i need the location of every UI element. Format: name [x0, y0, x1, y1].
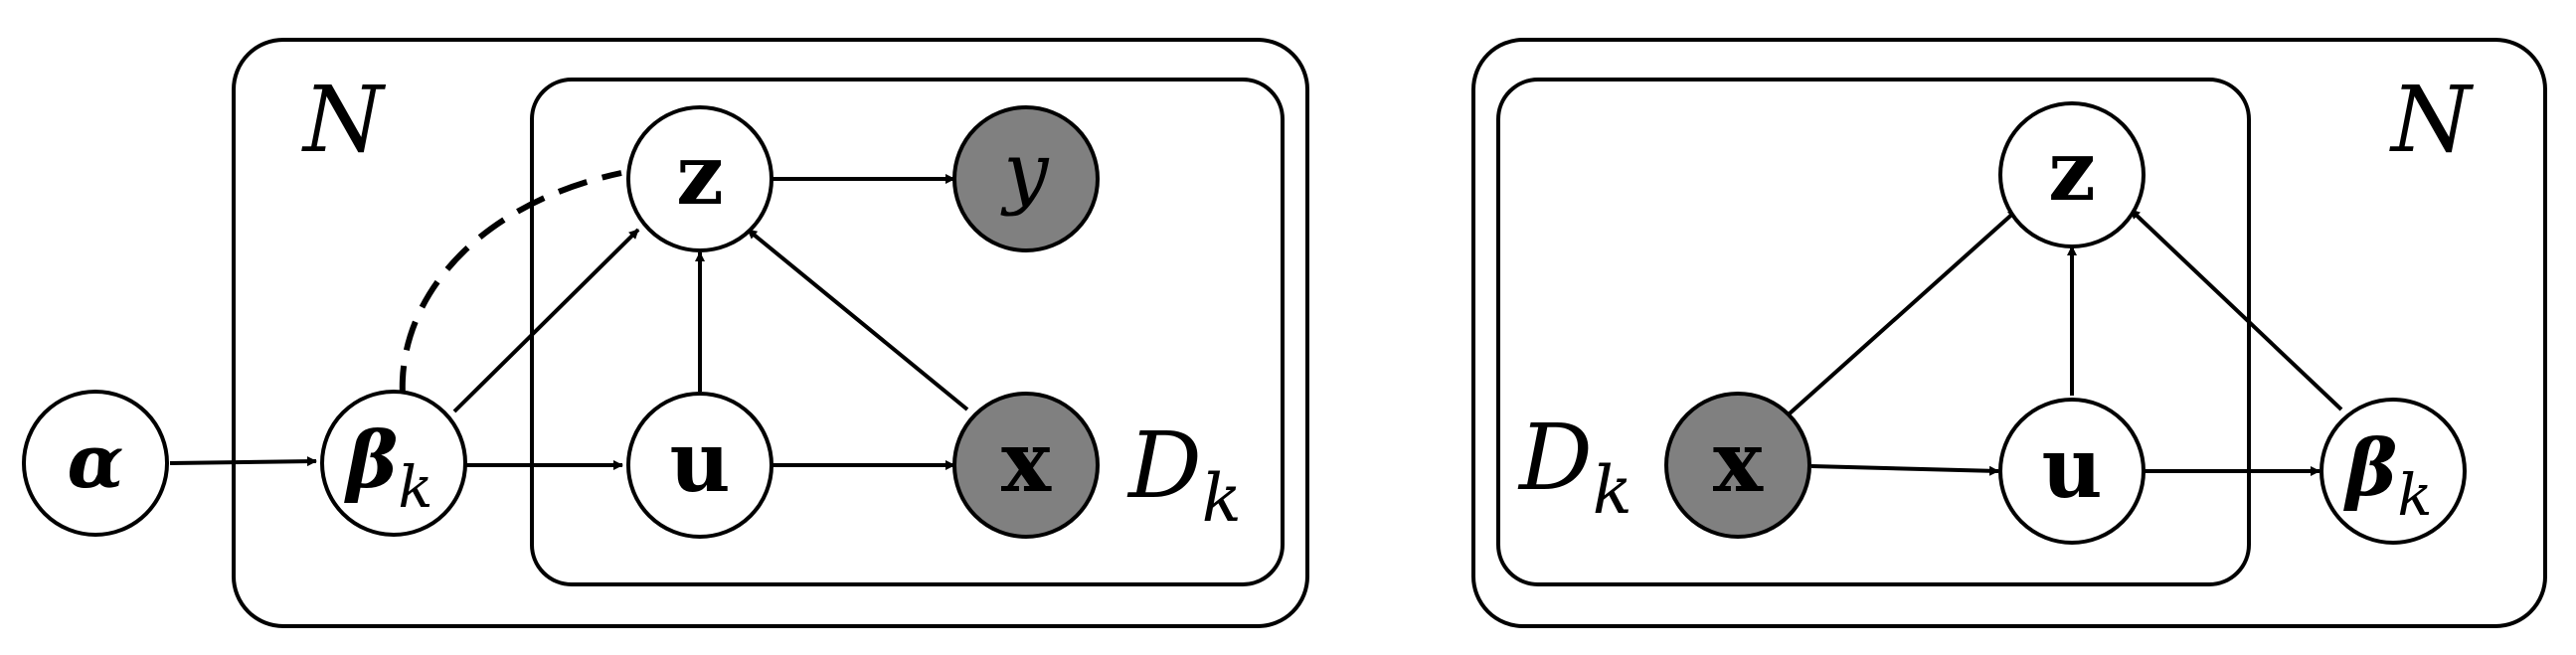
right-edge-beta-z [2129, 208, 2343, 411]
left-node-x: x [952, 392, 1100, 539]
left-plate-inner-label-sub: k [1202, 460, 1242, 537]
right-plate-inner-label-main: D [1517, 405, 1593, 511]
left-node-beta-main: β [344, 415, 399, 506]
right-node-u-label: u [2041, 418, 2102, 517]
left-model: N Dk α βk z y u [22, 38, 1309, 628]
right-edge-x-u [1810, 464, 1999, 476]
right-plate-outer [1471, 38, 2547, 628]
left-node-u: u [626, 392, 773, 539]
left-plate-inner-label: Dk [1126, 412, 1242, 537]
left-node-beta: βk [320, 390, 467, 537]
right-edge-x-z [1788, 208, 2019, 415]
right-plate-inner [1496, 78, 2251, 586]
left-node-z-label: z [676, 125, 724, 224]
right-plate-inner-label: Dk [1517, 405, 1632, 529]
left-node-y: y [952, 105, 1100, 252]
right-node-x-label: x [1713, 412, 1764, 511]
left-node-z: z [626, 105, 773, 252]
left-node-y-label: y [1000, 125, 1050, 218]
left-plate-inner [530, 78, 1285, 586]
left-node-alpha-label: α [68, 419, 124, 505]
right-node-z-label: z [2048, 121, 2096, 220]
left-edge-beta-z [452, 228, 640, 413]
left-edge-alpha-beta [169, 456, 317, 467]
left-node-x-label: x [1001, 412, 1052, 511]
right-plate-outer-label: N [2389, 67, 2475, 173]
right-node-u: u [1998, 398, 2146, 545]
right-node-x: x [1664, 392, 1811, 539]
right-model: N Dk z x u βk [1471, 38, 2547, 628]
right-node-beta: βk [2319, 398, 2467, 545]
right-node-z: z [1998, 101, 2146, 248]
left-node-beta-label: βk [344, 415, 433, 521]
left-plate-outer-label: N [301, 67, 387, 173]
right-node-beta-sub: k [2397, 461, 2432, 529]
left-plate-outer [232, 38, 1309, 628]
left-edge-x-z [746, 228, 969, 411]
left-node-u-label: u [669, 412, 730, 511]
right-plate-inner-label-sub: k [1593, 452, 1632, 529]
left-plate-inner-label-main: D [1126, 412, 1202, 519]
right-node-beta-main: β [2343, 423, 2398, 514]
left-edge-beta-z-dashed [399, 170, 622, 397]
left-node-alpha: α [22, 390, 169, 537]
right-node-beta-label: βk [2343, 423, 2433, 529]
left-node-beta-sub: k [398, 453, 432, 521]
